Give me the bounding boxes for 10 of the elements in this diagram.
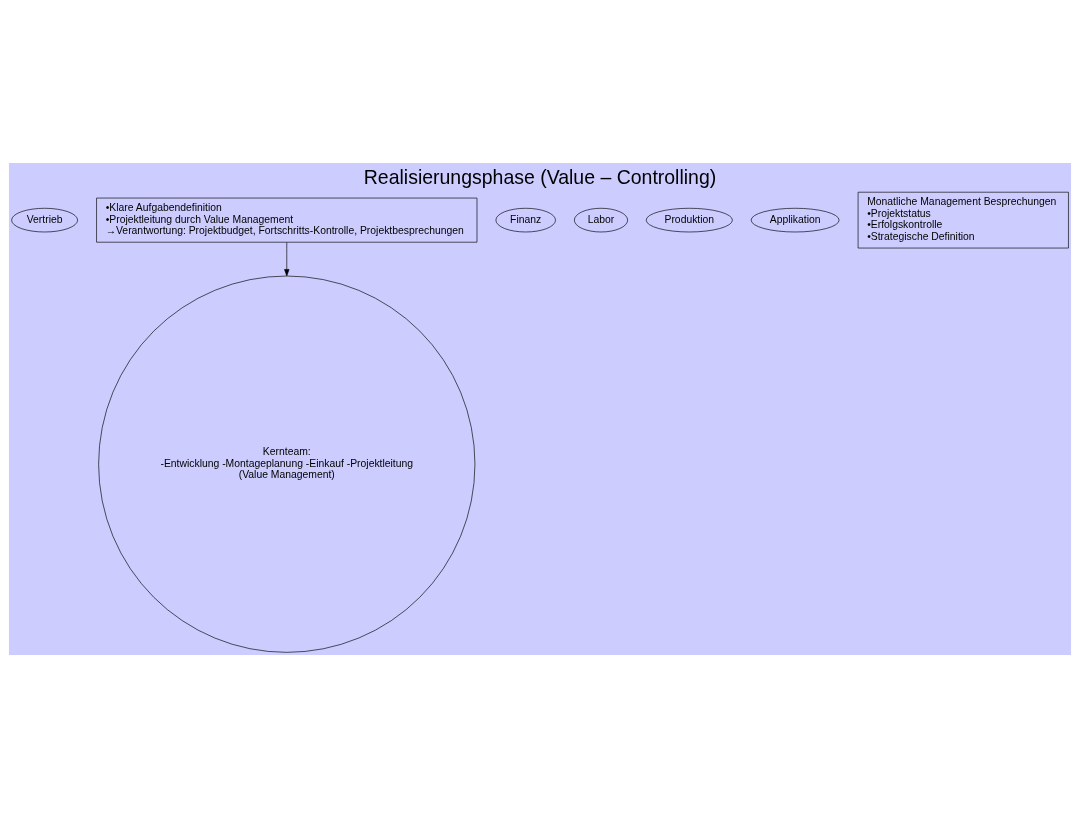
node-circle: Kernteam: -Entwicklung -Montageplanung -Einkauf -Projektleitung (Value Management) bbox=[98, 275, 476, 653]
diagram-title: Realisierungsphase (Value – Controlling) bbox=[363, 165, 717, 188]
node-ellipse: Produktion bbox=[645, 207, 733, 233]
arrow bbox=[284, 242, 290, 277]
node-ellipse: Labor bbox=[574, 207, 628, 233]
node-ellipse: Vertrieb bbox=[11, 207, 78, 233]
node-ellipse: Applikation bbox=[750, 207, 840, 233]
node-box: Monatliche Management Besprechungen •Projektstatus •Erfolgskontrolle •Strategische Definition bbox=[857, 191, 1069, 249]
node-box: •Klare Aufgabendefinition •Projektleitung durch Value Management →Verantwortung: Projektbudget, Fortschritts-Kontrolle, Projektbesprechungen bbox=[96, 197, 478, 243]
node-ellipse: Finanz bbox=[495, 207, 556, 233]
